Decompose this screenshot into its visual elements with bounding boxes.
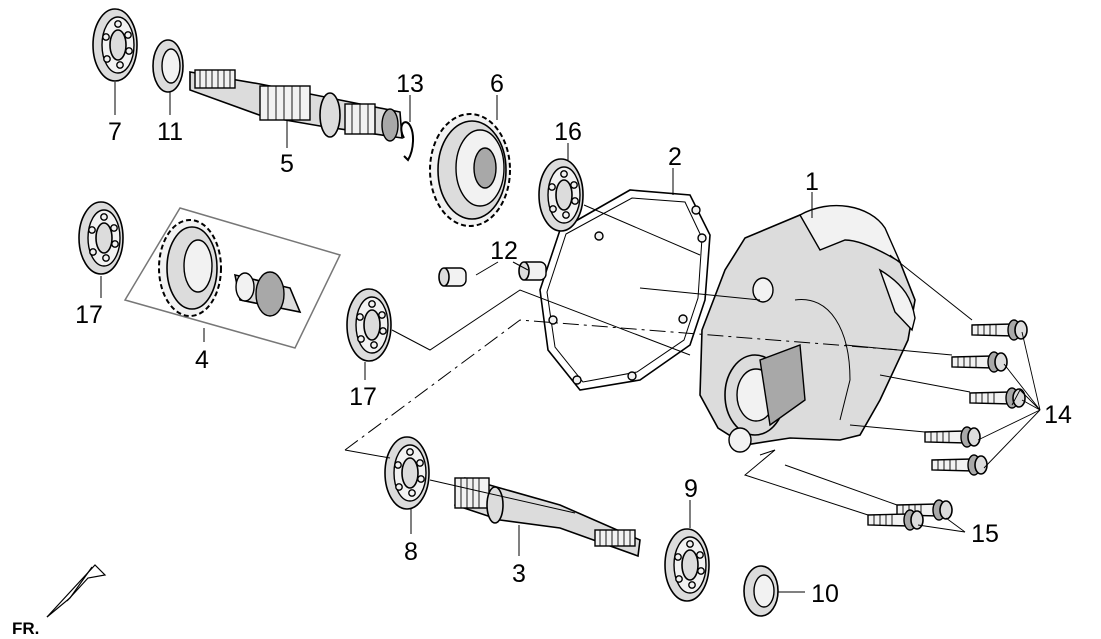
label-part-9: 9 — [684, 475, 698, 503]
bolt-14-a — [971, 319, 1028, 341]
label-part-2: 2 — [668, 143, 682, 171]
label-part-5: 5 — [280, 150, 294, 178]
label-part-8: 8 — [404, 538, 418, 566]
bolt-14-e — [931, 454, 988, 476]
bolt-14-d — [924, 426, 981, 448]
bolt-14-b — [951, 351, 1008, 373]
output-shaft-3 — [453, 477, 641, 558]
drive-shaft-5 — [189, 69, 403, 142]
dowel-pins — [438, 261, 547, 287]
front-direction-label: FR. — [12, 619, 39, 638]
bolt-14-c — [969, 387, 1026, 409]
oil-seal-10 — [743, 565, 779, 617]
gear-6 — [429, 113, 511, 227]
front-direction-arrow — [46, 564, 107, 618]
label-part-13: 13 — [396, 70, 424, 98]
gear-assembly-4 — [123, 207, 342, 349]
label-part-10: 10 — [811, 580, 839, 608]
label-part-16: 16 — [554, 118, 582, 146]
label-part-17-upper: 17 — [75, 301, 103, 329]
assembly-guide-lines — [344, 204, 973, 516]
label-part-14: 14 — [1044, 401, 1072, 429]
label-part-11: 11 — [157, 118, 183, 146]
label-part-15: 15 — [971, 520, 999, 548]
label-part-4: 4 — [195, 346, 209, 374]
label-part-6: 6 — [490, 70, 504, 98]
label-part-3: 3 — [512, 560, 526, 588]
bolt-15-b — [867, 509, 924, 531]
bearing-17-lower — [346, 288, 392, 362]
gearbox-cover — [699, 204, 916, 453]
bearing-16 — [538, 158, 584, 232]
label-part-17-lower: 17 — [349, 383, 377, 411]
cover-gasket — [539, 189, 711, 391]
bearing-9 — [664, 528, 710, 602]
oil-seal-11 — [152, 39, 184, 93]
label-part-1: 1 — [805, 168, 819, 196]
label-part-7: 7 — [108, 118, 122, 146]
circlip-13 — [400, 121, 414, 162]
bearing-7 — [92, 8, 138, 82]
label-part-12: 12 — [490, 237, 518, 265]
bearing-17-upper — [78, 201, 124, 275]
bearing-8 — [384, 436, 430, 510]
leader-lines — [100, 82, 1041, 593]
